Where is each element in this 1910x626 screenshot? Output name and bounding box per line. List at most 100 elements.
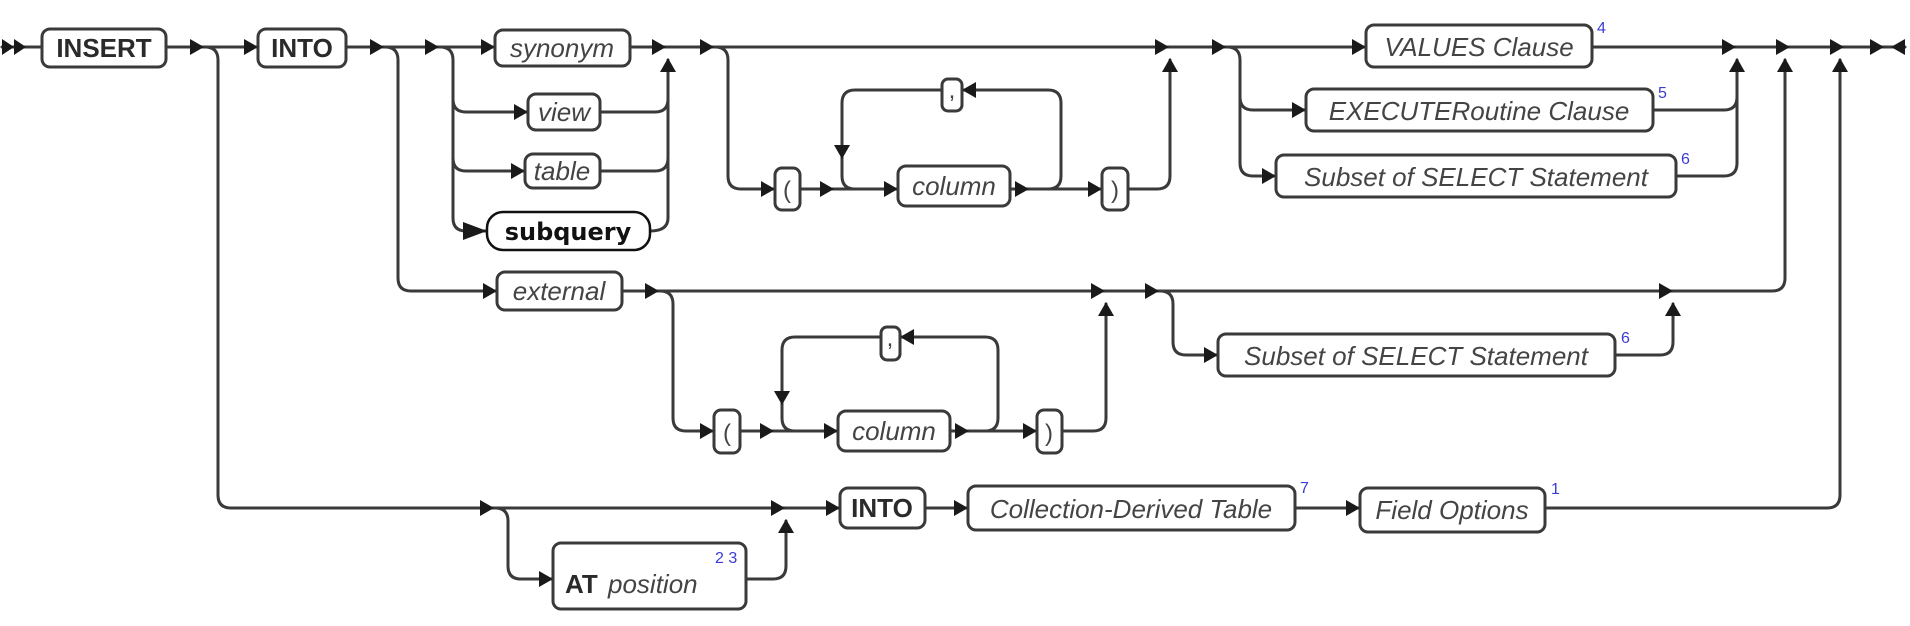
arrow-icon (834, 145, 850, 159)
node-at-position: AT position 2 3 (551, 541, 748, 611)
node-insert: INSERT (40, 27, 168, 69)
keyword-into: INTO (851, 493, 913, 523)
arrow-icon (425, 39, 439, 55)
arrow-icon (1722, 39, 1736, 55)
node-subquery: subquery (485, 210, 652, 252)
arrow-icon (370, 39, 384, 55)
node-close-paren-2: ) (1035, 408, 1064, 455)
arrow-icon (1346, 500, 1360, 516)
arrow-icon (1729, 58, 1745, 72)
node-select-subset-2: Subset of SELECT Statement 6 (1216, 330, 1630, 378)
arrow-icon (820, 181, 834, 197)
arrow-icon (1776, 39, 1790, 55)
arrow-icon (1098, 302, 1114, 316)
arrow-icon (483, 283, 497, 299)
arrow-icon (774, 391, 790, 405)
arrow-icon (244, 39, 258, 55)
nonterminal-field-options: Field Options (1375, 495, 1528, 525)
keyword-insert: INSERT (56, 33, 151, 63)
arrow-icon (190, 39, 204, 55)
nonterminal-external: external (513, 276, 607, 306)
footnote-ref[interactable]: 2 3 (715, 550, 737, 567)
arrow-icon (1088, 181, 1102, 197)
node-open-paren-1: ( (773, 166, 802, 212)
end-arrow-icon (1891, 39, 1905, 55)
arrow-icon (1204, 347, 1218, 363)
footnote-ref[interactable]: 6 (1621, 330, 1630, 347)
arrow-icon (962, 82, 976, 98)
nonterminal-position: position (607, 569, 698, 599)
footnote-ref[interactable]: 1 (1551, 481, 1560, 498)
nonterminal-collection-derived-table: Collection-Derived Table (990, 494, 1272, 524)
arrow-icon (884, 181, 898, 197)
arrow-icon (1262, 168, 1276, 184)
keyword-at: AT (565, 569, 598, 599)
nonterminal-table: table (534, 156, 590, 186)
arrow-icon (955, 423, 969, 439)
footnote-ref[interactable]: 6 (1681, 151, 1690, 168)
arrow-icon (1830, 39, 1844, 55)
open-paren: ( (783, 177, 791, 204)
arrow-icon (480, 500, 494, 516)
arrow-icon (1155, 39, 1169, 55)
nonterminal-column: column (852, 416, 936, 446)
end-arrow-icon (1870, 39, 1884, 55)
arrow-icon (645, 283, 659, 299)
arrow-icon (481, 39, 495, 55)
arrow-icon (511, 163, 525, 179)
footnote-ref[interactable]: 5 (1658, 85, 1667, 102)
close-paren: ) (1111, 177, 1119, 204)
node-column-1: column (896, 164, 1012, 208)
node-open-paren-2: ( (712, 408, 742, 455)
node-into-main: INTO (256, 27, 348, 69)
connector-lines (0, 45, 1907, 581)
arrow-icon (1352, 39, 1366, 55)
arrow-icon (824, 423, 838, 439)
comma: , (949, 77, 956, 104)
open-paren: ( (723, 420, 731, 447)
nonterminal-execute-routine-clause: EXECUTERoutine Clause (1329, 96, 1630, 126)
node-into-collection: INTO (838, 486, 927, 530)
arrow-icon (700, 39, 714, 55)
arrow-icon (1023, 423, 1037, 439)
node-values-clause: VALUES Clause 4 (1364, 20, 1606, 69)
start-arrow-icon (14, 39, 26, 55)
footnote-ref[interactable]: 4 (1597, 20, 1606, 37)
node-field-options: Field Options 1 (1358, 481, 1560, 534)
arrow-icon (760, 423, 774, 439)
node-table: table (523, 152, 602, 190)
nonterminal-select-subset: Subset of SELECT Statement (1304, 162, 1650, 192)
arrow-icon (1292, 102, 1306, 118)
nonterminal-values-clause: VALUES Clause (1384, 32, 1573, 62)
node-external: external (495, 270, 624, 312)
arrow-icon (463, 222, 487, 240)
node-synonym: synonym (493, 28, 632, 68)
arrow-icon (1162, 58, 1178, 72)
node-view: view (526, 92, 602, 132)
arrow-icon (539, 571, 553, 587)
node-column-2: column (836, 409, 952, 453)
comma: , (887, 325, 894, 352)
arrow-icon (778, 519, 794, 533)
footnote-ref[interactable]: 7 (1300, 480, 1309, 497)
arrow-icon (1015, 181, 1029, 197)
node-comma-2: , (879, 325, 902, 362)
arrow-icon (652, 39, 666, 55)
start-arrow-icon (2, 39, 14, 55)
nonterminal-select-subset: Subset of SELECT Statement (1244, 341, 1590, 371)
arrow-icon (1777, 58, 1793, 72)
arrow-icon (1832, 58, 1848, 72)
keyword-into: INTO (271, 33, 333, 63)
arrow-icon (954, 500, 968, 516)
node-collection-derived-table: Collection-Derived Table 7 (966, 480, 1309, 532)
arrow-icon (826, 500, 840, 516)
arrow-icon (660, 58, 676, 72)
arrow-icon (1659, 283, 1673, 299)
node-select-subset-1: Subset of SELECT Statement 6 (1274, 151, 1690, 199)
nonterminal-column: column (912, 171, 996, 201)
node-execute-routine-clause: EXECUTERoutine Clause 5 (1304, 85, 1667, 133)
arrow-icon (1212, 39, 1226, 55)
arrow-icon (1091, 283, 1105, 299)
arrow-icon (1665, 302, 1681, 316)
